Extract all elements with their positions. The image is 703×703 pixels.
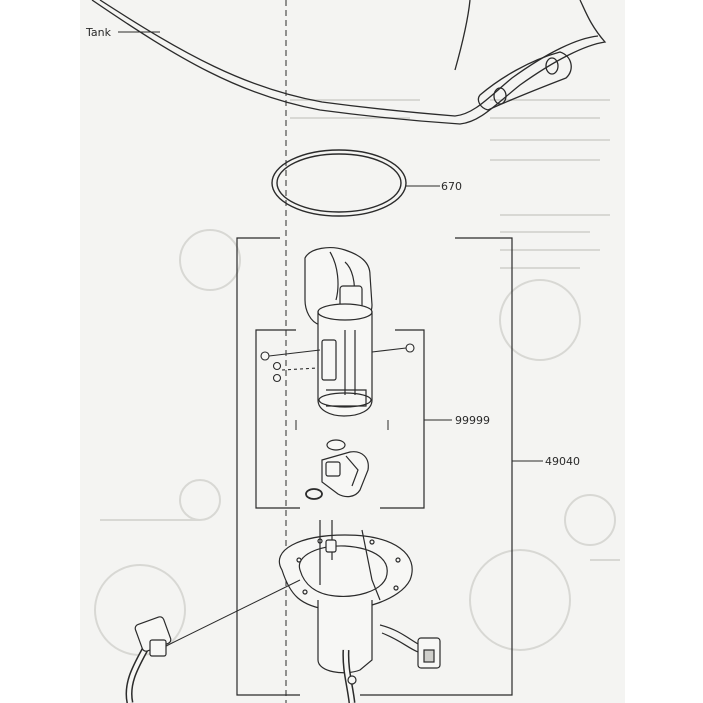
fuel-tank bbox=[91, 0, 607, 125]
o-ring-670 bbox=[271, 149, 407, 217]
washer bbox=[305, 488, 323, 500]
subassembly-label: 99999 bbox=[455, 414, 490, 427]
subassembly-bracket-left bbox=[255, 329, 300, 509]
assembly-bracket-left bbox=[236, 237, 300, 696]
tank-label: Tank bbox=[85, 26, 112, 39]
o-ring-label: 670 bbox=[441, 180, 462, 193]
assembly-bracket-right bbox=[360, 237, 513, 696]
inner-bracket-ticks bbox=[295, 420, 389, 430]
fuel-pump-body bbox=[304, 247, 373, 417]
wiring-harness bbox=[125, 579, 441, 703]
pump-base-flange bbox=[278, 520, 413, 674]
assembly-label: 49040 bbox=[545, 455, 580, 468]
subassembly-bracket-right bbox=[380, 329, 425, 509]
mounting-screws bbox=[260, 343, 415, 383]
pressure-regulator bbox=[321, 439, 369, 498]
